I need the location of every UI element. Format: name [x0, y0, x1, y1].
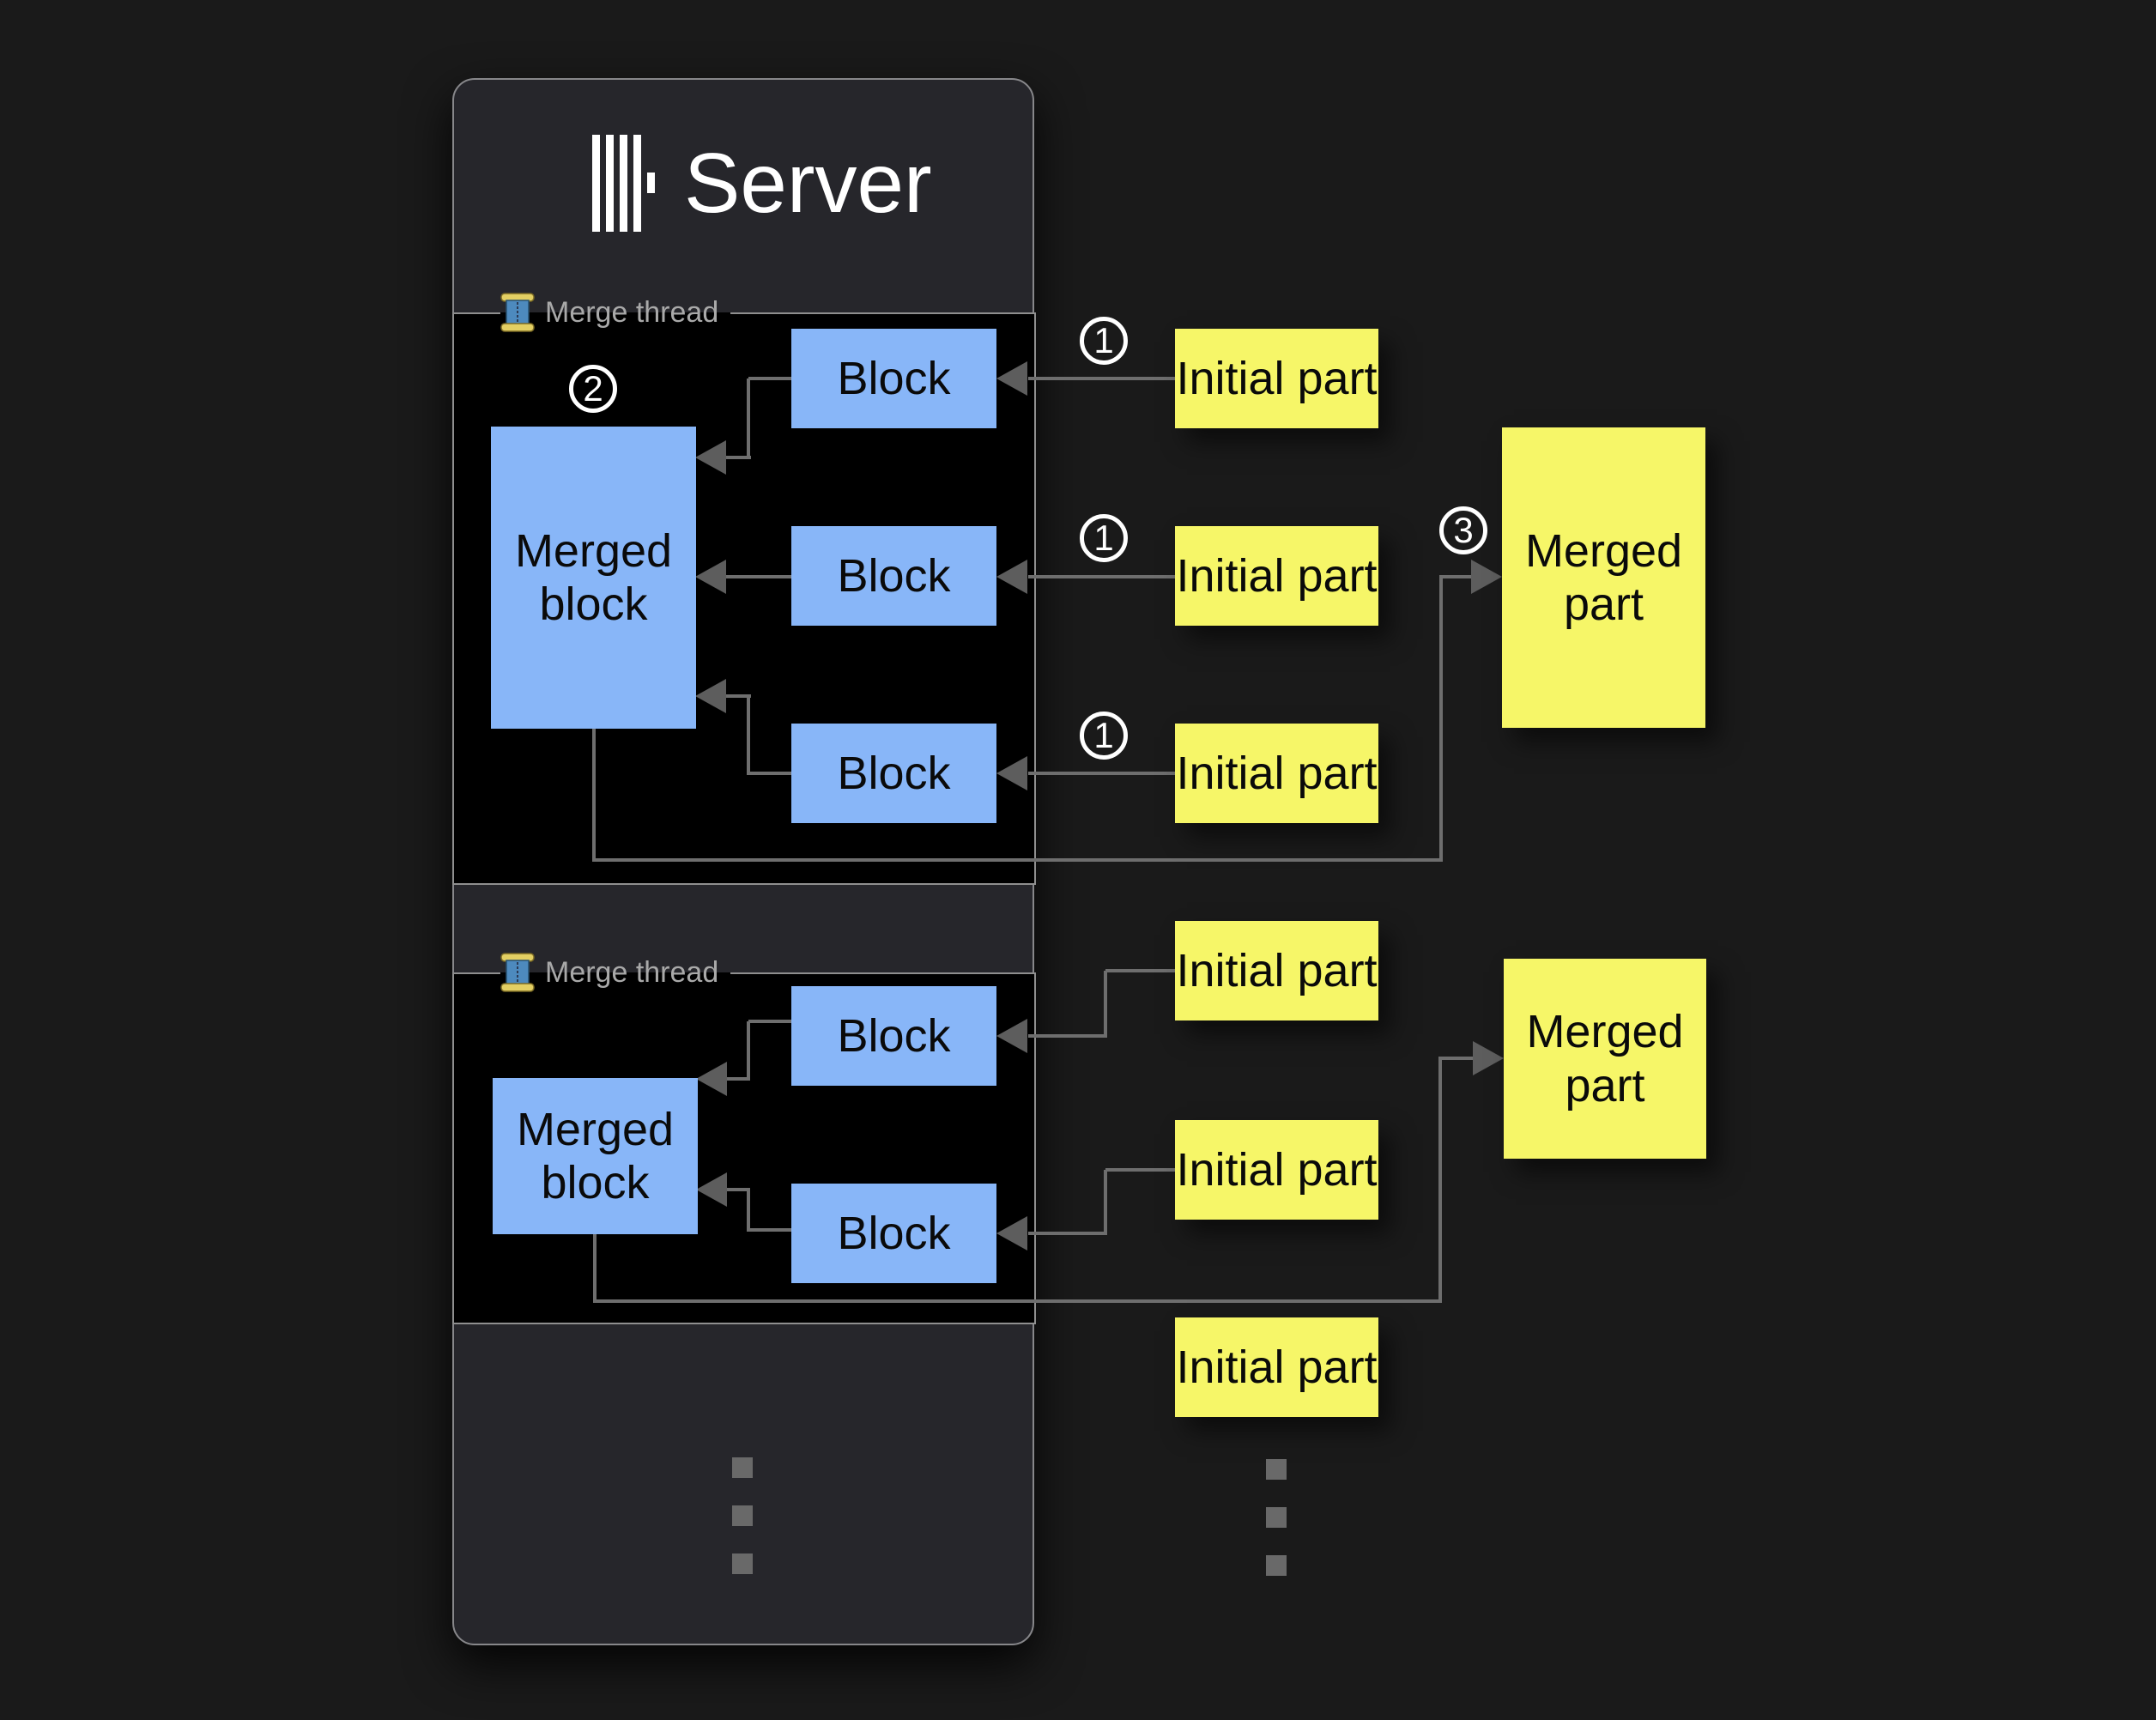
merge-thread-legend-2: Merge thread	[500, 952, 731, 993]
connector-line	[1104, 971, 1107, 1038]
connector-line	[1438, 1058, 1442, 1301]
server-title: Server	[684, 136, 932, 230]
ellipsis-dot	[1266, 1555, 1287, 1576]
connector-line	[1028, 1232, 1107, 1235]
ellipsis-dot	[1266, 1507, 1287, 1528]
step-badge-2: 2	[569, 365, 617, 413]
initial-part-4: Initial part	[1175, 921, 1378, 1020]
connector-line	[727, 1188, 750, 1191]
initial-part-1: Initial part	[1175, 329, 1378, 428]
arrowhead-icon	[695, 560, 726, 594]
connector-line	[1438, 1057, 1473, 1060]
connector-line	[727, 1077, 750, 1081]
connector-line	[1028, 1034, 1107, 1038]
arrowhead-icon	[996, 1216, 1027, 1251]
connector-line	[725, 694, 751, 698]
merged-block-1: Merged block	[491, 427, 696, 729]
connector-line	[1105, 1168, 1177, 1172]
connector-line	[1439, 577, 1443, 860]
connector-line	[748, 1228, 793, 1232]
thread-spool-icon	[500, 293, 535, 332]
merge-thread-label: Merge thread	[545, 295, 719, 329]
merged-part-1: Merged part	[1502, 427, 1705, 728]
connector-line	[592, 858, 1443, 862]
connector-line	[1104, 1170, 1107, 1235]
server-header: Server	[592, 133, 932, 233]
connector-line	[1028, 377, 1177, 380]
step-badge-1: 1	[1080, 317, 1128, 365]
connector-line	[1105, 969, 1177, 972]
ellipsis-dot	[1266, 1459, 1287, 1480]
merged-block-2: Merged block	[493, 1078, 698, 1234]
thread-spool-icon	[500, 953, 535, 992]
arrowhead-icon	[1473, 1041, 1504, 1075]
connector-line	[593, 1234, 597, 1303]
connector-line	[725, 575, 793, 578]
arrowhead-icon	[1471, 560, 1502, 594]
arrowhead-icon	[996, 361, 1027, 396]
block-3: Block	[791, 724, 996, 823]
connector-line	[593, 1299, 1442, 1303]
connector-line	[747, 379, 750, 459]
arrowhead-icon	[696, 1172, 727, 1207]
arrowhead-icon	[996, 560, 1027, 594]
connector-line	[748, 377, 793, 380]
connector-line	[1028, 575, 1177, 578]
block-4: Block	[791, 986, 996, 1086]
connector-line	[1028, 772, 1177, 775]
arrowhead-icon	[695, 679, 726, 713]
step-badge-3: 3	[1439, 506, 1487, 554]
arrowhead-icon	[996, 1019, 1027, 1053]
connector-line	[747, 1021, 750, 1081]
initial-part-5: Initial part	[1175, 1120, 1378, 1220]
initial-part-3: Initial part	[1175, 724, 1378, 823]
arrowhead-icon	[696, 1062, 727, 1096]
connector-line	[748, 772, 793, 775]
clickhouse-logo-icon	[592, 134, 655, 232]
arrowhead-icon	[996, 756, 1027, 790]
block-5: Block	[791, 1184, 996, 1283]
connector-line	[592, 729, 596, 862]
merged-part-2: Merged part	[1504, 959, 1706, 1159]
connector-line	[748, 1020, 793, 1023]
merge-thread-label: Merge thread	[545, 955, 719, 989]
merge-thread-legend-1: Merge thread	[500, 292, 731, 333]
arrowhead-icon	[695, 440, 726, 475]
connector-line	[725, 456, 751, 459]
step-badge-1: 1	[1080, 712, 1128, 760]
connector-line	[747, 696, 750, 775]
connector-line	[747, 1190, 750, 1232]
block-1: Block	[791, 329, 996, 428]
ellipsis-dot	[732, 1457, 753, 1478]
initial-part-6: Initial part	[1175, 1317, 1378, 1417]
initial-part-2: Initial part	[1175, 526, 1378, 626]
ellipsis-dot	[732, 1505, 753, 1526]
ellipsis-dot	[732, 1553, 753, 1574]
step-badge-1: 1	[1080, 514, 1128, 562]
connector-line	[1439, 575, 1472, 578]
block-2: Block	[791, 526, 996, 626]
